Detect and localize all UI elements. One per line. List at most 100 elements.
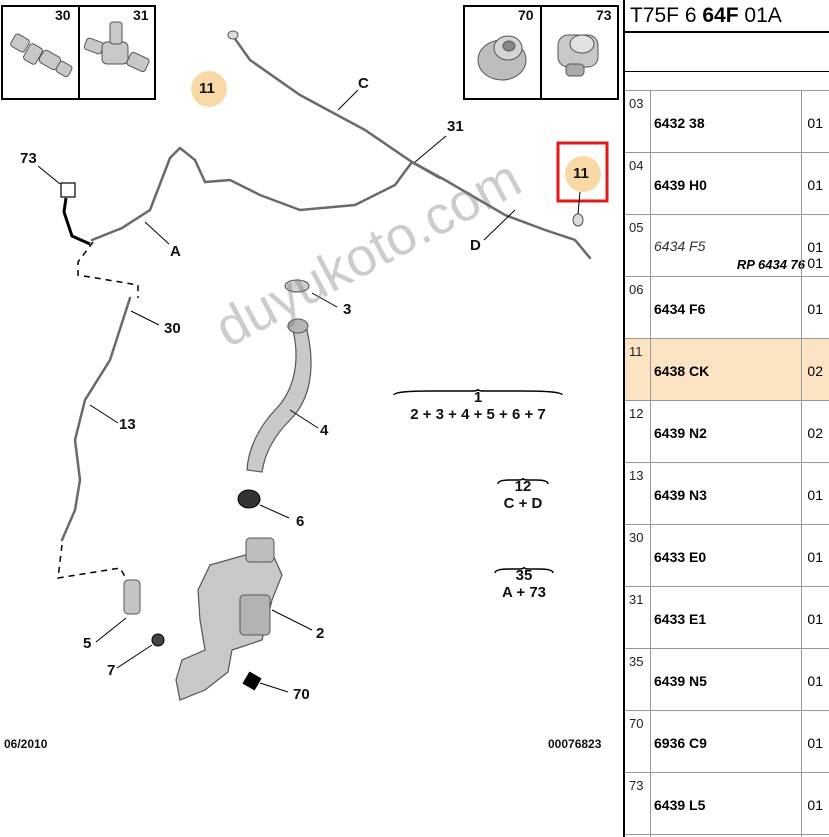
row-key: 04 bbox=[629, 158, 644, 173]
nut-tag-70 bbox=[242, 671, 262, 691]
callout-C[interactable]: C bbox=[358, 75, 369, 92]
row-key: 31 bbox=[629, 592, 644, 607]
row-quantity: 01 bbox=[807, 177, 823, 193]
inset-label-73: 73 bbox=[596, 7, 612, 23]
row-key: 06 bbox=[629, 282, 644, 297]
callout-11b[interactable]: 11 bbox=[573, 165, 589, 182]
formula-kit-35-top: 35 bbox=[515, 567, 533, 584]
parts-row-11[interactable]: 11 6438 CK 02 bbox=[625, 339, 829, 401]
row-key: 13 bbox=[629, 468, 644, 483]
formula-kit-35: 35 A + 73 bbox=[493, 567, 555, 601]
row-key: 03 bbox=[629, 96, 644, 111]
row-key: 73 bbox=[629, 778, 644, 793]
callout-D[interactable]: D bbox=[470, 237, 481, 254]
row-part-number: 6439 N3 bbox=[654, 487, 707, 503]
header-divider bbox=[625, 31, 829, 33]
callout-3[interactable]: 3 bbox=[343, 301, 352, 318]
nut-part-70 bbox=[477, 35, 527, 81]
row-quantity: 01 bbox=[807, 797, 823, 813]
header-empty-box bbox=[625, 33, 829, 72]
parts-row-73[interactable]: 73 6439 L5 01 bbox=[625, 773, 829, 835]
row-part-number: 6439 L5 bbox=[654, 797, 706, 813]
callout-2[interactable]: 2 bbox=[316, 625, 325, 642]
row-quantity: 01 bbox=[807, 301, 823, 317]
grommet-part-7 bbox=[151, 633, 165, 647]
diagram-drawing bbox=[1, 5, 619, 701]
callout-7[interactable]: 7 bbox=[107, 662, 116, 679]
hose-lines bbox=[60, 34, 592, 542]
column-divider-qty bbox=[801, 90, 802, 837]
jet-11a bbox=[227, 30, 239, 40]
reference-part1: T75F 6 bbox=[630, 4, 703, 27]
column-divider-key bbox=[650, 90, 651, 837]
row-quantity: 02 bbox=[807, 363, 823, 379]
row-part-number: 6433 E1 bbox=[654, 611, 707, 627]
row-quantity: 01 bbox=[807, 611, 823, 627]
parts-row-04[interactable]: 04 6439 H0 01 bbox=[625, 153, 829, 215]
filler-neck-part-4 bbox=[246, 329, 312, 473]
clip-73 bbox=[60, 182, 76, 198]
callout-A[interactable]: A bbox=[170, 243, 181, 260]
callout-73[interactable]: 73 bbox=[20, 150, 37, 167]
hose-73-black bbox=[62, 197, 91, 246]
row-part-number: 6936 C9 bbox=[654, 735, 707, 751]
callout-highlight-11b bbox=[565, 156, 601, 192]
formula-kit-35-bottom: A + 73 bbox=[501, 584, 547, 601]
row-part-number: 6433 E0 bbox=[654, 549, 707, 565]
row-quantity: 01 bbox=[807, 735, 823, 751]
row-part-number: 6439 N5 bbox=[654, 673, 707, 689]
parts-row-13[interactable]: 13 6439 N3 01 bbox=[625, 463, 829, 525]
grommet-part-73 bbox=[557, 34, 599, 77]
formula-kit-1-top: 1 bbox=[473, 389, 483, 406]
row-part-number: 6438 CK bbox=[654, 363, 710, 379]
callout-11a[interactable]: 11 bbox=[199, 80, 215, 97]
formula-kit-12-bottom: C + D bbox=[503, 495, 543, 512]
reservoir-side bbox=[239, 594, 271, 636]
seal-part-6 bbox=[237, 489, 261, 509]
formula-kit-12-top: 12 bbox=[514, 478, 532, 495]
inset-label-30: 30 bbox=[55, 7, 71, 23]
row-key: 12 bbox=[629, 406, 644, 421]
callout-30[interactable]: 30 bbox=[164, 320, 181, 337]
row-key: 11 bbox=[629, 344, 643, 359]
exploded-parts-diagram: 30 31 70 73 11 11 C 31 73 A D 3 30 13 4 … bbox=[1, 5, 619, 751]
dashed-routing-lines bbox=[57, 241, 139, 583]
parts-row-31[interactable]: 31 6433 E1 01 bbox=[625, 587, 829, 649]
parts-row-70[interactable]: 70 6936 C9 01 bbox=[625, 711, 829, 773]
row-part-number: 6439 N2 bbox=[654, 425, 707, 441]
row-replacement-quantity: 01 bbox=[807, 255, 823, 271]
row-part-number: 6439 H0 bbox=[654, 177, 707, 193]
reservoir-part-2 bbox=[175, 547, 283, 701]
callout-6[interactable]: 6 bbox=[296, 513, 305, 530]
formula-kit-12-brace bbox=[497, 478, 549, 485]
row-key: 70 bbox=[629, 716, 644, 731]
callout-5[interactable]: 5 bbox=[83, 635, 92, 652]
inset-label-70: 70 bbox=[518, 7, 534, 23]
reference-part3: 01A bbox=[738, 4, 782, 27]
row-quantity: 01 bbox=[807, 239, 823, 255]
leader-lines bbox=[37, 89, 581, 693]
callout-70[interactable]: 70 bbox=[293, 686, 310, 703]
formula-kit-35-brace bbox=[494, 567, 554, 574]
diagram-date: 06/2010 bbox=[4, 737, 48, 751]
reference-header: T75F 6 64F 01A bbox=[630, 4, 782, 28]
row-quantity: 01 bbox=[807, 115, 823, 131]
callout-13[interactable]: 13 bbox=[119, 416, 136, 433]
row-quantity: 01 bbox=[807, 487, 823, 503]
formula-kit-1-brace bbox=[393, 389, 563, 396]
callout-31[interactable]: 31 bbox=[447, 118, 464, 135]
callout-highlight-11a bbox=[191, 71, 227, 107]
selected-part-box bbox=[556, 141, 609, 203]
t-connector-part-31 bbox=[83, 21, 150, 73]
callout-4[interactable]: 4 bbox=[320, 422, 329, 439]
cap-part-3 bbox=[284, 279, 310, 293]
reservoir-neck bbox=[245, 537, 275, 563]
jet-11b bbox=[572, 213, 584, 227]
